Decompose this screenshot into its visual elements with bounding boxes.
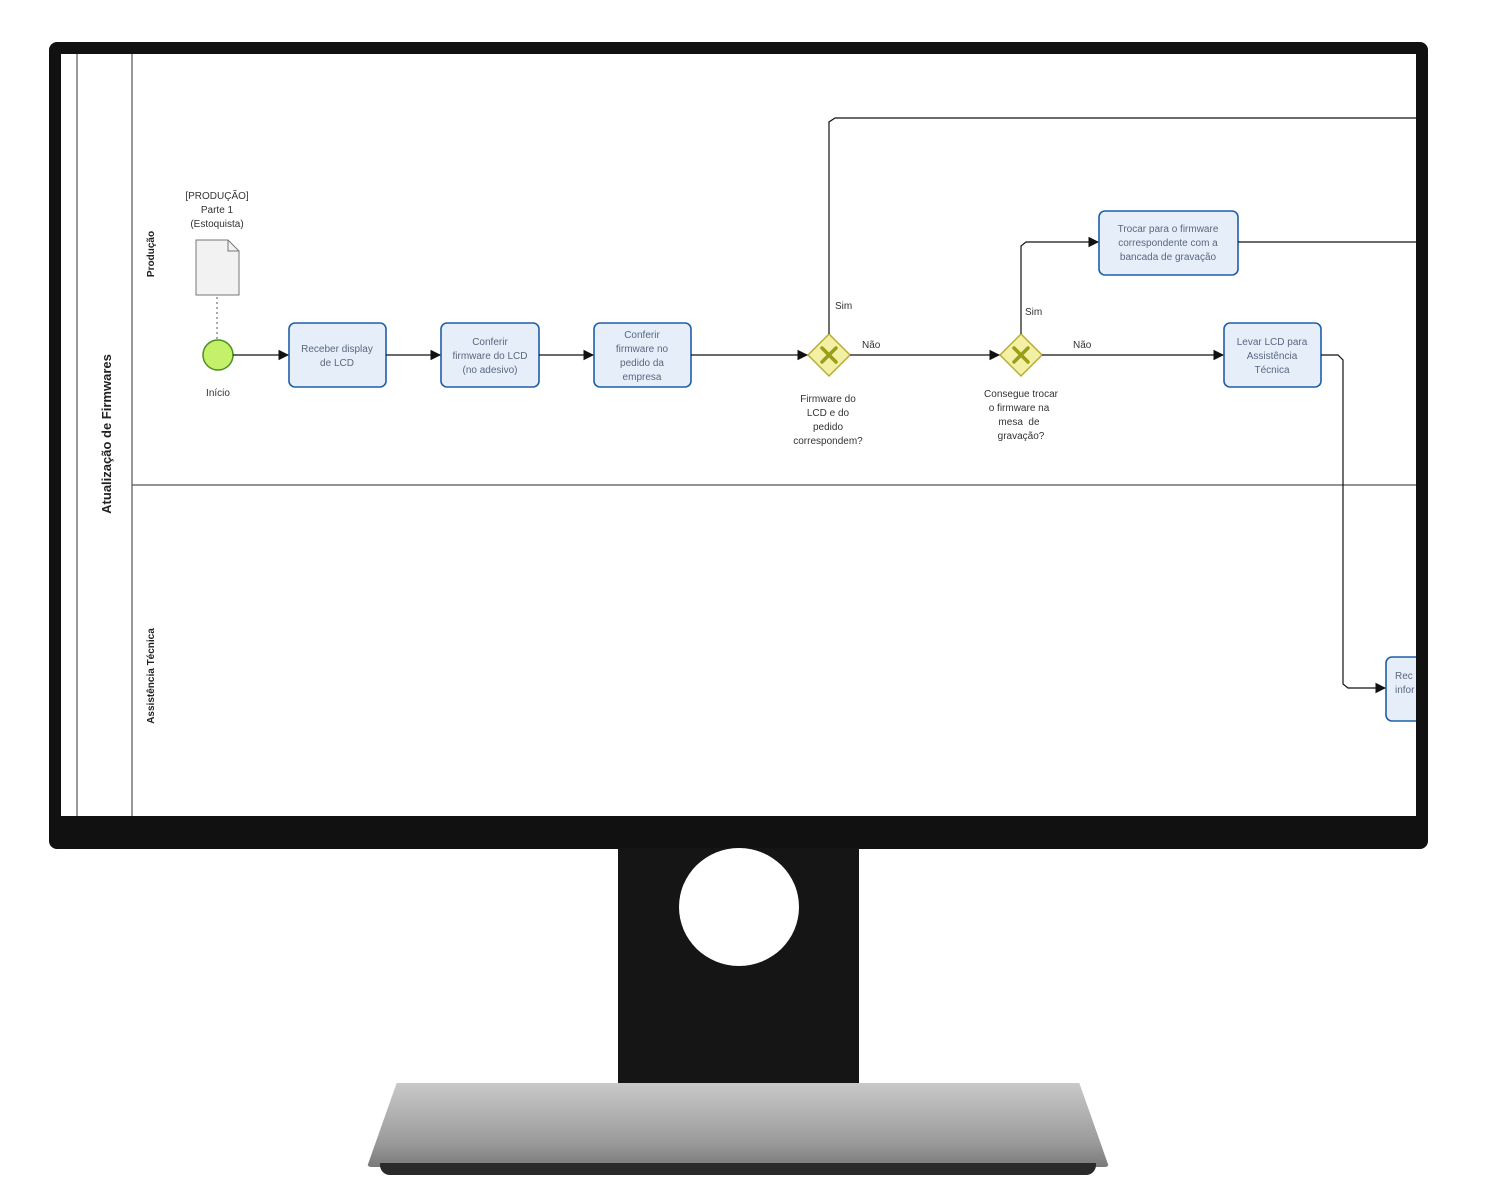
gateway-2-line-2: o firmware na — [989, 403, 1050, 414]
start-event-label: Início — [206, 388, 230, 399]
lane-label-assistencia: Assistência Técnica — [146, 628, 157, 724]
stand-base-edge — [380, 1163, 1096, 1175]
stand-cable-hole — [679, 848, 799, 966]
diagram-screen: Atualização de Firmwares Produção Assist… — [61, 54, 1416, 816]
svg-text:correspondente com a: correspondente com a — [1118, 238, 1218, 249]
flow-label-sim-1: Sim — [835, 301, 852, 312]
svg-text:firmware do LCD: firmware do LCD — [452, 351, 527, 362]
task-levar-lcd[interactable]: Levar LCD para Assistência Técnica — [1223, 322, 1322, 388]
gateway-firmware-correspondem[interactable] — [806, 332, 852, 378]
task-receber-display[interactable]: Receber display de LCD — [288, 322, 387, 388]
artifact-line-3: (Estoquista) — [190, 219, 243, 230]
gateway-consegue-trocar[interactable] — [998, 332, 1044, 378]
svg-text:Assistência: Assistência — [1247, 351, 1298, 362]
svg-text:empresa: empresa — [623, 372, 662, 383]
svg-text:infor: infor — [1395, 685, 1415, 696]
task-conferir-firmware-lcd[interactable]: Conferir firmware do LCD (no adesivo) — [440, 322, 540, 388]
flow-gateway1-sim — [828, 117, 1416, 334]
artifact-line-1: [PRODUÇÃO] — [185, 189, 249, 202]
exclusive-x-icon — [820, 346, 838, 364]
svg-text:Conferir: Conferir — [624, 330, 660, 341]
gateway-1-line-2: LCD e do — [807, 408, 850, 419]
svg-text:de LCD: de LCD — [320, 358, 354, 369]
flow-gateway2-sim — [1020, 236, 1100, 334]
gateway-1-line-1: Firmware do — [800, 394, 856, 405]
monitor-stand-base — [367, 1083, 1109, 1167]
sequence-flows — [233, 117, 1416, 694]
task-conferir-firmware-pedido[interactable]: Conferir firmware no pedido da empresa — [593, 322, 692, 388]
task-receber-informacoes-partial[interactable]: Rec infor — [1385, 656, 1416, 722]
svg-text:Receber display: Receber display — [301, 344, 373, 355]
artifact-line-2: Parte 1 — [201, 205, 234, 216]
svg-text:Conferir: Conferir — [472, 337, 508, 348]
flow-label-nao-2: Não — [1073, 340, 1092, 351]
svg-text:firmware no: firmware no — [616, 344, 669, 355]
svg-text:bancada de gravação: bancada de gravação — [1120, 252, 1217, 263]
gateway-2-line-1: Consegue trocar — [984, 389, 1059, 400]
svg-text:Técnica: Técnica — [1254, 365, 1289, 376]
gateway-1-line-3: pedido — [813, 422, 843, 433]
svg-text:Rec: Rec — [1395, 671, 1413, 682]
document-icon — [195, 239, 240, 296]
gateway-1-line-4: correspondem? — [793, 436, 863, 447]
flow-task5-to-task6 — [1321, 354, 1387, 694]
data-object-artifact[interactable]: [PRODUÇÃO] Parte 1 (Estoquista) — [185, 189, 249, 296]
svg-text:pedido da: pedido da — [620, 358, 664, 369]
svg-text:Trocar para o firmware: Trocar para o firmware — [1118, 224, 1219, 235]
gateway-2-line-4: gravação? — [998, 431, 1045, 442]
lane-label-producao: Produção — [146, 231, 157, 277]
task-trocar-firmware[interactable]: Trocar para o firmware correspondente co… — [1098, 210, 1239, 276]
svg-text:Levar LCD para: Levar LCD para — [1237, 337, 1308, 348]
flow-label-sim-2: Sim — [1025, 307, 1042, 318]
flow-label-nao-1: Não — [862, 340, 881, 351]
pool-title: Atualização de Firmwares — [99, 354, 114, 514]
gateway-2-line-3: mesa de — [998, 417, 1040, 428]
start-event[interactable] — [202, 339, 234, 371]
exclusive-x-icon — [1012, 346, 1030, 364]
svg-text:(no adesivo): (no adesivo) — [462, 365, 517, 376]
